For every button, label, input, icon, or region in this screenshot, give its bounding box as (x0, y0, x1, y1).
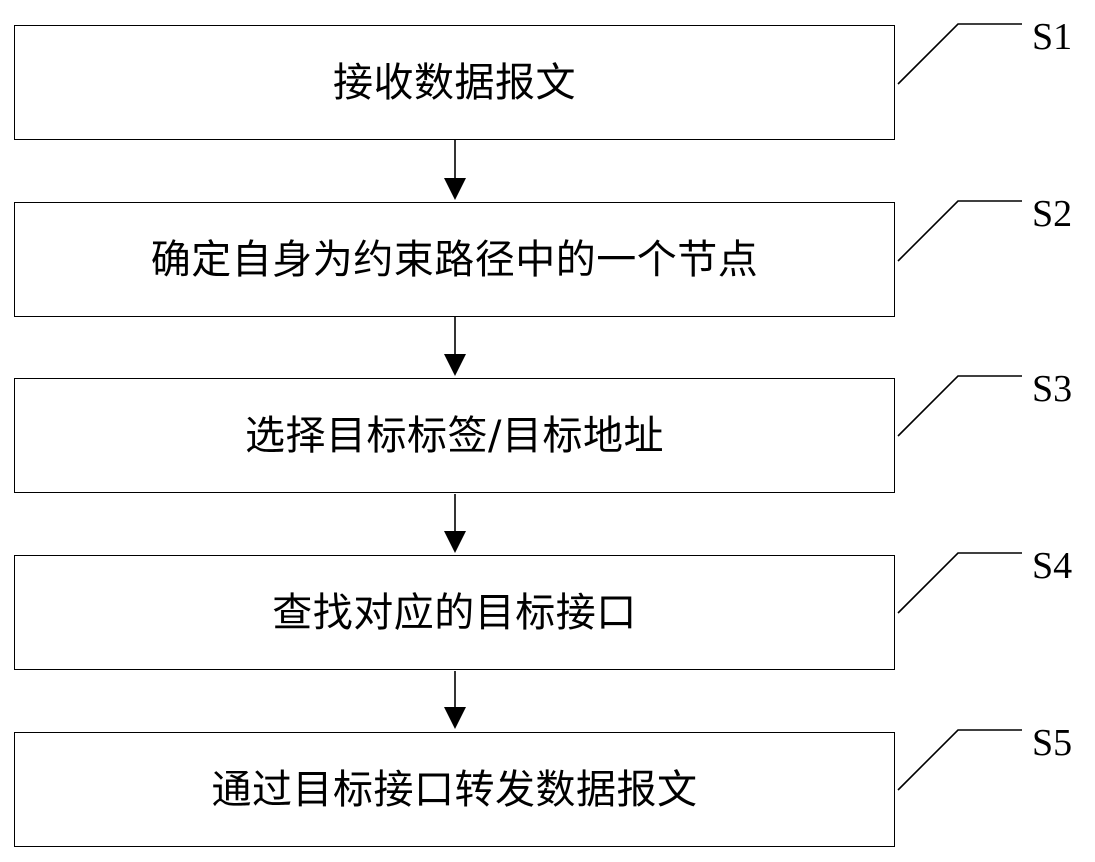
step-label-s1: S1 (1032, 16, 1073, 58)
step-label-s4: S4 (1032, 545, 1073, 587)
leader-line-s3 (897, 375, 1022, 437)
step-text-s3: 选择目标标签/目标地址 (245, 412, 664, 459)
leader-line-s4 (897, 552, 1022, 614)
step-text-s4: 查找对应的目标接口 (272, 589, 637, 636)
step-text-s1: 接收数据报文 (333, 59, 576, 106)
step-box-s2: 确定自身为约束路径中的一个节点 (14, 202, 895, 317)
leader-line-s2 (897, 200, 1022, 262)
leader-line-s1 (897, 23, 1022, 85)
step-label-s5: S5 (1032, 722, 1073, 764)
arrow-s1-s2 (444, 140, 466, 200)
leader-line-s5 (897, 729, 1022, 791)
step-box-s1: 接收数据报文 (14, 25, 895, 140)
arrow-s3-s4 (444, 494, 466, 553)
step-label-s3: S3 (1032, 368, 1073, 410)
step-text-s5: 通过目标接口转发数据报文 (211, 766, 698, 813)
step-text-s2: 确定自身为约束路径中的一个节点 (150, 236, 759, 283)
step-label-s2: S2 (1032, 193, 1073, 235)
arrow-s4-s5 (444, 671, 466, 729)
step-box-s4: 查找对应的目标接口 (14, 555, 895, 670)
arrow-s2-s3 (444, 317, 466, 376)
step-box-s5: 通过目标接口转发数据报文 (14, 732, 895, 847)
step-box-s3: 选择目标标签/目标地址 (14, 378, 895, 493)
